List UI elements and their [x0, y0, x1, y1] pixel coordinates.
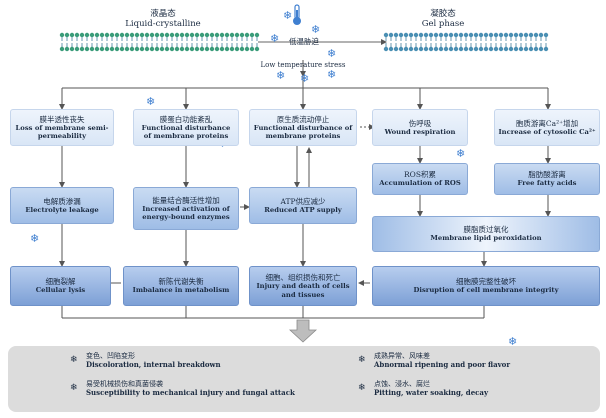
snowflake-icon: ❄	[270, 32, 280, 45]
snowflake-icon: ❄	[300, 72, 310, 85]
membrane-graphic	[59, 32, 549, 89]
snowflake-icon: ❄	[276, 69, 286, 82]
snowflake-icon: ❄	[508, 335, 518, 348]
symptoms-panel	[8, 346, 600, 412]
snowflake-icon: ❄	[70, 355, 78, 365]
snowflake-icon: ❄	[327, 47, 337, 60]
stress-label-en: Low temperature stress	[260, 61, 346, 69]
flow-arrows	[59, 88, 551, 343]
snowflake-icon: ❄	[30, 232, 40, 245]
thermometer-icon	[290, 4, 304, 30]
snowflake-icon: ❄	[358, 383, 366, 393]
snowflake-icon: ❄	[70, 383, 78, 393]
snowflake-icon: ❄	[283, 9, 293, 22]
snowflake-icon: ❄	[358, 355, 366, 365]
snowflake-icon: ❄	[456, 147, 466, 160]
snowflake-icon: ❄	[146, 95, 156, 108]
stress-label-zh: 低温胁迫	[289, 37, 319, 46]
snowflake-icon: ❄	[327, 68, 337, 81]
snowflake-icon: ❄	[311, 23, 321, 36]
